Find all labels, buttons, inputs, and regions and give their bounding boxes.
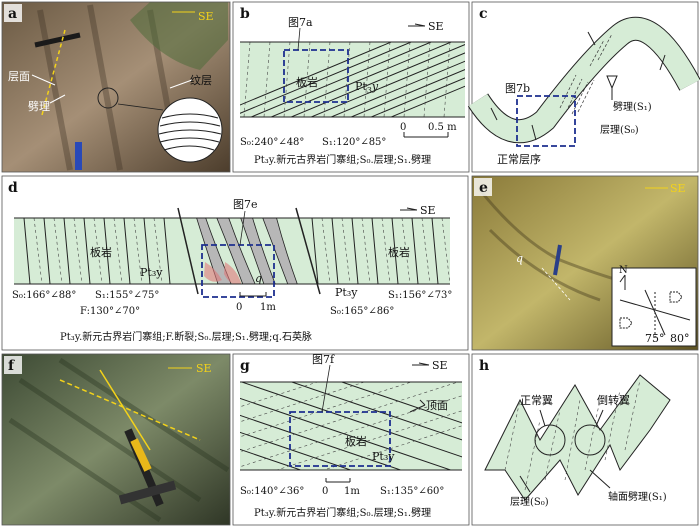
fold-shape-h <box>484 374 671 501</box>
panel-e: N 75° 80° q e SE <box>471 175 699 351</box>
top-surface-label-g: 顶面 <box>426 399 448 412</box>
panel-letter-h: h <box>479 358 489 374</box>
fig-box-b <box>283 49 349 103</box>
panel-letter-c: c <box>479 6 488 22</box>
bedding-label-a: 层面 <box>8 70 30 83</box>
unit-label-d-left: Pt₃y <box>140 266 163 279</box>
rock-label-d-left: 板岩 <box>90 245 112 259</box>
hammer-head-f <box>118 480 177 505</box>
fig-ref-b: 图7a <box>288 16 313 29</box>
normal-limb-label-h: 正常翼 <box>520 394 553 407</box>
normal-sequence-label-c: 正常层序 <box>497 152 541 166</box>
s0-label-d-left: S₀:166°∠88° <box>12 290 76 301</box>
caption-b: Pt₃y.新元古界岩门寨组;S₀.层理;S₁.劈理 <box>254 153 431 166</box>
dip2-label-e: 80° <box>670 332 690 345</box>
strata-d <box>23 218 450 284</box>
quartz-label-d: q <box>255 272 262 285</box>
panel-a: a SE 层面 劈理 纹层 <box>1 1 231 173</box>
fig-ref-g: 图7f <box>312 353 335 366</box>
s1-label-b: S₁:120°∠85° <box>322 137 386 148</box>
panel-letter-a: a <box>8 6 17 22</box>
rock-label-d-right: 板岩 <box>388 245 410 259</box>
s1-label-d-right: S₁:156°∠73° <box>388 290 452 301</box>
s1-label-d-left: S₁:155°∠75° <box>95 290 159 301</box>
panel-f: f SE <box>1 353 231 526</box>
scale-max-d: 1m <box>260 302 276 313</box>
panel-b: b 图7a SE 板岩 Pt3y S₀:240°∠48° S₁:120°∠85°… <box>232 1 470 173</box>
caption-g: Pt₃y.新元古界岩门寨组;S₀.层理;S₁.劈理 <box>254 506 431 519</box>
cleavage-trace-f <box>99 369 151 451</box>
fault-left-d <box>177 207 199 295</box>
cleavage-label-a: 劈理 <box>28 99 50 113</box>
s0-label-g: S₀:140°∠36° <box>240 486 304 497</box>
panel-h: h 正常翼 倒转翼 层理(S₀) 轴面劈理(S₁) <box>471 353 699 526</box>
s1-label-g: S₁:135°∠60° <box>380 486 444 497</box>
direction-label-d: SE <box>420 204 436 217</box>
caption-d: Pt₃y.新元古界岩门寨组;F.断裂;S₀.层理;S₁.劈理;q.石英脉 <box>60 330 312 343</box>
hammer-a <box>34 32 81 48</box>
panel-letter-f: f <box>8 358 15 374</box>
dip1-label-e: 75° <box>645 332 665 345</box>
strata-g <box>240 382 462 470</box>
panel-c: c 图7b 劈理(S₁) 层理(S₀) 正常层序 <box>467 1 700 173</box>
fig-box-g <box>289 411 391 467</box>
bedding-label-c: 层理(S₀) <box>600 124 639 136</box>
bedding-trace-f <box>59 379 201 441</box>
direction-label-e: SE <box>670 182 686 195</box>
s0-label-b: S₀:240°∠48° <box>240 137 304 148</box>
scale-zero-b: 0 <box>400 122 406 133</box>
pen-a <box>75 142 82 170</box>
direction-label-f: SE <box>196 362 212 375</box>
panel-letter-g: g <box>240 358 250 374</box>
panel-letter-b: b <box>240 6 250 22</box>
unit-label-b: Pt3y <box>355 80 379 95</box>
fig-ref-c: 图7b <box>505 82 530 95</box>
panel-letter-d: d <box>8 180 18 196</box>
unit-label-g: Pt₃y <box>372 450 395 463</box>
panel-g: g 图7f SE 板岩 Pt₃y 顶面 S₀:140°∠36° 0 1m S₁:… <box>232 353 470 526</box>
fault-right-d <box>295 207 321 295</box>
cleavage-trace-a <box>41 29 66 116</box>
normal-limb-circle-h <box>534 424 566 456</box>
panel-letter-e: e <box>479 180 488 196</box>
s0-label-d-right: S₀:165°∠86° <box>330 306 394 317</box>
scale-zero-g: 0 <box>322 486 328 497</box>
rock-label-g: 板岩 <box>345 434 367 448</box>
overturned-limb-label-h: 倒转翼 <box>597 393 630 407</box>
fig-box-c <box>516 95 576 147</box>
direction-label-g: SE <box>432 359 448 372</box>
scale-max-b: 0.5 m <box>428 122 457 133</box>
direction-label-a: SE <box>198 10 214 23</box>
quartz-label-e: q <box>516 252 523 265</box>
laminae-label-a: 纹层 <box>190 73 212 87</box>
photo-f <box>2 354 230 525</box>
fault-label-d: F:130°∠70° <box>80 306 140 317</box>
rock-label-b: 板岩 <box>296 75 318 89</box>
cleavage-label-c: 劈理(S₁) <box>613 100 652 113</box>
north-label-e: N <box>619 265 628 276</box>
unit-label-d-right: Pt₃y <box>335 286 358 299</box>
scale-max-g: 1m <box>344 486 360 497</box>
axial-cleavage-label-h: 轴面劈理(S₁) <box>608 490 667 503</box>
fig-ref-d: 图7e <box>233 198 258 211</box>
scale-zero-d: 0 <box>236 302 242 313</box>
stereo-inset-e <box>611 267 697 347</box>
direction-label-b: SE <box>428 20 444 33</box>
strata-b <box>240 42 465 117</box>
overturned-limb-circle-h <box>574 424 606 456</box>
pen-e <box>553 244 562 276</box>
bedding-label-h: 层理(S₀) <box>510 496 549 508</box>
panel-d: d 图7e SE 板岩 板岩 Pt₃y Pt₃y q S₀:166°∠88° S… <box>1 175 469 351</box>
fig-box-d <box>201 244 275 298</box>
